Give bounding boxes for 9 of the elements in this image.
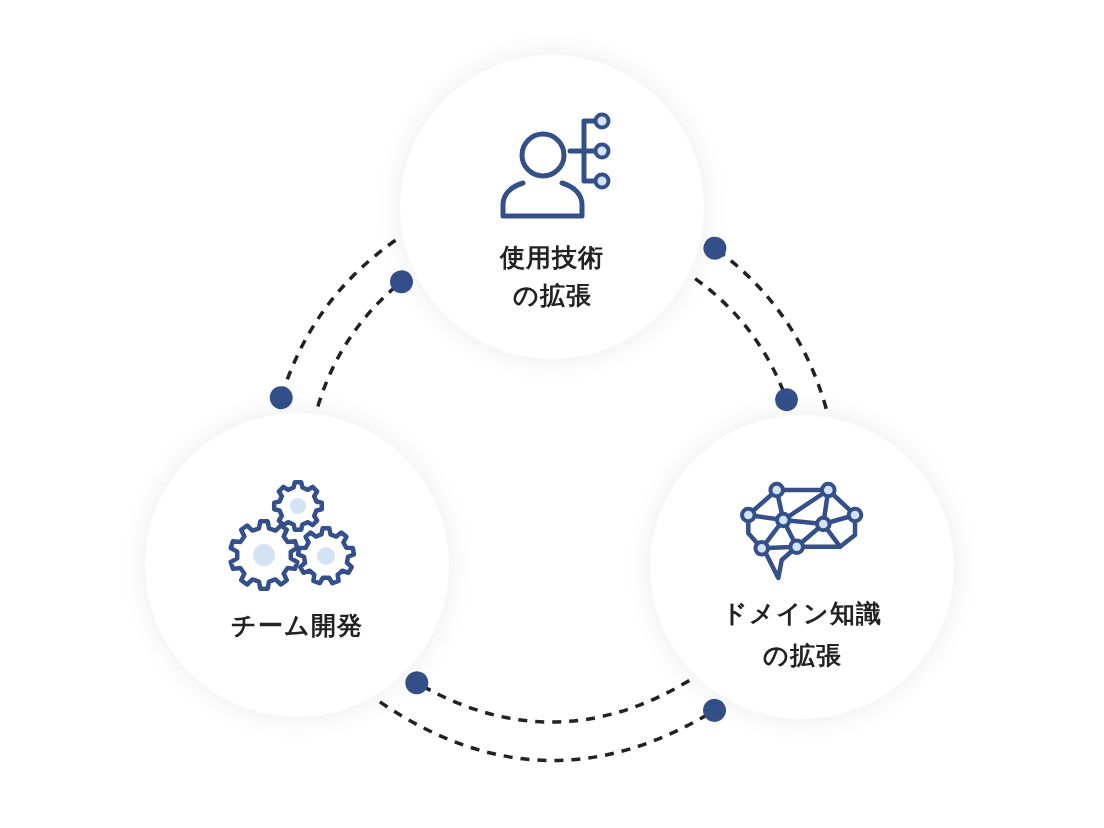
dashed-connector — [405, 671, 691, 724]
dashed-connector — [378, 698, 726, 763]
topic-label: チーム開発 — [230, 610, 364, 642]
topic-label: 使用技術の拡張 — [498, 242, 605, 312]
dashed-connector — [316, 270, 413, 407]
topic-label: ドメイン知識の拡張 — [721, 598, 883, 672]
dashed-connector — [694, 277, 798, 412]
dashed-connector — [269, 238, 397, 410]
dashed-connector — [703, 236, 828, 410]
